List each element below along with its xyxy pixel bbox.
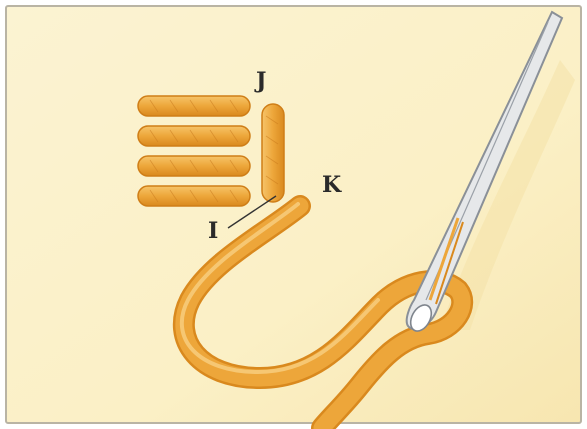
label-j: J [254, 68, 266, 94]
label-k: K [322, 172, 342, 198]
vertical-stitch [262, 104, 284, 202]
label-i: I [208, 218, 218, 244]
